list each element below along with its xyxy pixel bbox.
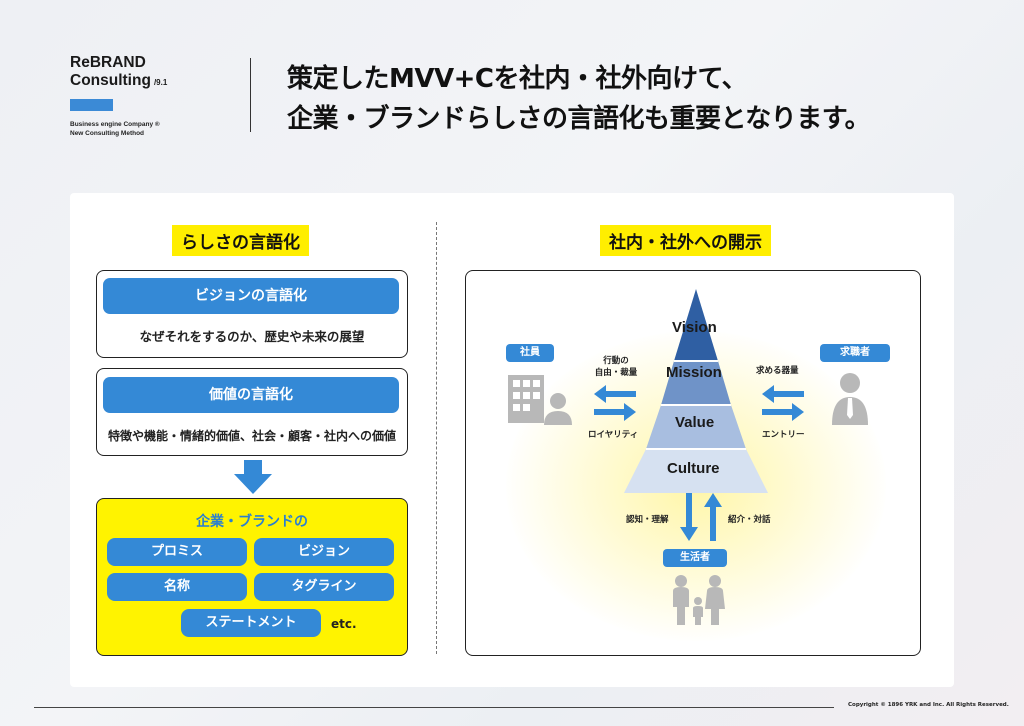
pyramid-value: Value [675,414,715,431]
brand-elements-title: 企業・ブランドの [196,514,308,530]
applicant-tag: 求職者 [820,344,890,362]
section-divider [436,222,437,654]
logo-version: /9.1 [153,78,168,87]
brand-elements-box: 企業・ブランドの プロミス ビジョン 名称 タグライン ステートメント etc. [96,498,408,656]
referral-label: 紹介・対話 [728,515,771,525]
employee-tag: 社員 [506,344,554,362]
logo-line2: Consulting/9.1 [70,72,167,92]
headline-line1: 策定したMVV+Cを社内・社外向けて、 [287,64,748,94]
consumer-tag: 生活者 [663,549,727,567]
footer-rule [34,707,834,708]
page-headline: 策定したMVV+Cを社内・社外向けて、 企業・ブランドらしさの言語化も重要となり… [287,59,871,139]
value-verbalization-box: 価値の言語化 特徴や機能・情緒的価値、社会・顧客・社内への価値 [96,368,408,456]
disclosure-diagram-box: Vision Mission Value Culture 社員 行動の 自由・裁… [465,270,921,656]
vision-verbalization-desc: なぜそれをするのか、歴史や未来の展望 [139,329,365,344]
two-way-arrow-icon [762,385,804,421]
employee-freedom-line1: 行動の [603,356,629,366]
name-item: 名称 [107,573,247,601]
logo-line1: ReBRAND [70,54,146,71]
left-section-title: らしさの言語化 [172,225,309,256]
logo-subtitle: Business engine Company ® New Consulting… [70,120,160,138]
vertical-two-way-arrow-icon [680,493,722,541]
copyright: Copyright © 1896 YRK and Inc. All Rights… [848,702,1009,708]
logo-accent-bar [70,99,113,111]
entry-label: エントリー [762,430,805,440]
headline-line2: 企業・ブランドらしさの言語化も重要となります。 [287,104,871,134]
logo-line2-text: Consulting [70,72,151,89]
right-section-title: 社内・社外への開示 [600,225,771,256]
value-verbalization-label: 価値の言語化 [103,377,399,413]
etc-label: etc. [331,617,357,631]
logo: ReBRAND Consulting/9.1 [70,54,167,92]
vision-verbalization-label: ビジョンの言語化 [103,278,399,314]
loyalty-label: ロイヤリティ [588,430,639,440]
office-building-icon [508,375,572,425]
arrow-down-icon [234,460,272,494]
vision-item: ビジョン [254,538,394,566]
desired-capacity-label: 求める器量 [756,366,799,376]
pyramid-culture: Culture [667,460,720,477]
tagline-item: タグライン [254,573,394,601]
mvvc-pyramid [624,289,768,493]
two-way-arrow-icon [594,385,636,421]
value-verbalization-desc: 特徴や機能・情緒的価値、社会・顧客・社内への価値 [107,429,396,443]
promise-item: プロミス [107,538,247,566]
logo-sub1: Business engine Company ® [70,121,160,128]
employee-freedom-line2: 自由・裁量 [594,368,638,378]
awareness-label: 認知・理解 [626,515,669,525]
vision-verbalization-box: ビジョンの言語化 なぜそれをするのか、歴史や未来の展望 [96,270,408,358]
employee-freedom-label: 行動の 自由・裁量 [591,354,641,378]
statement-item: ステートメント [181,609,321,637]
pyramid-mission: Mission [666,364,722,381]
pyramid-vision: Vision [672,319,717,336]
job-seeker-icon [832,373,868,425]
header-divider [250,58,251,132]
family-icon [673,575,725,625]
logo-sub2: New Consulting Method [70,130,145,137]
